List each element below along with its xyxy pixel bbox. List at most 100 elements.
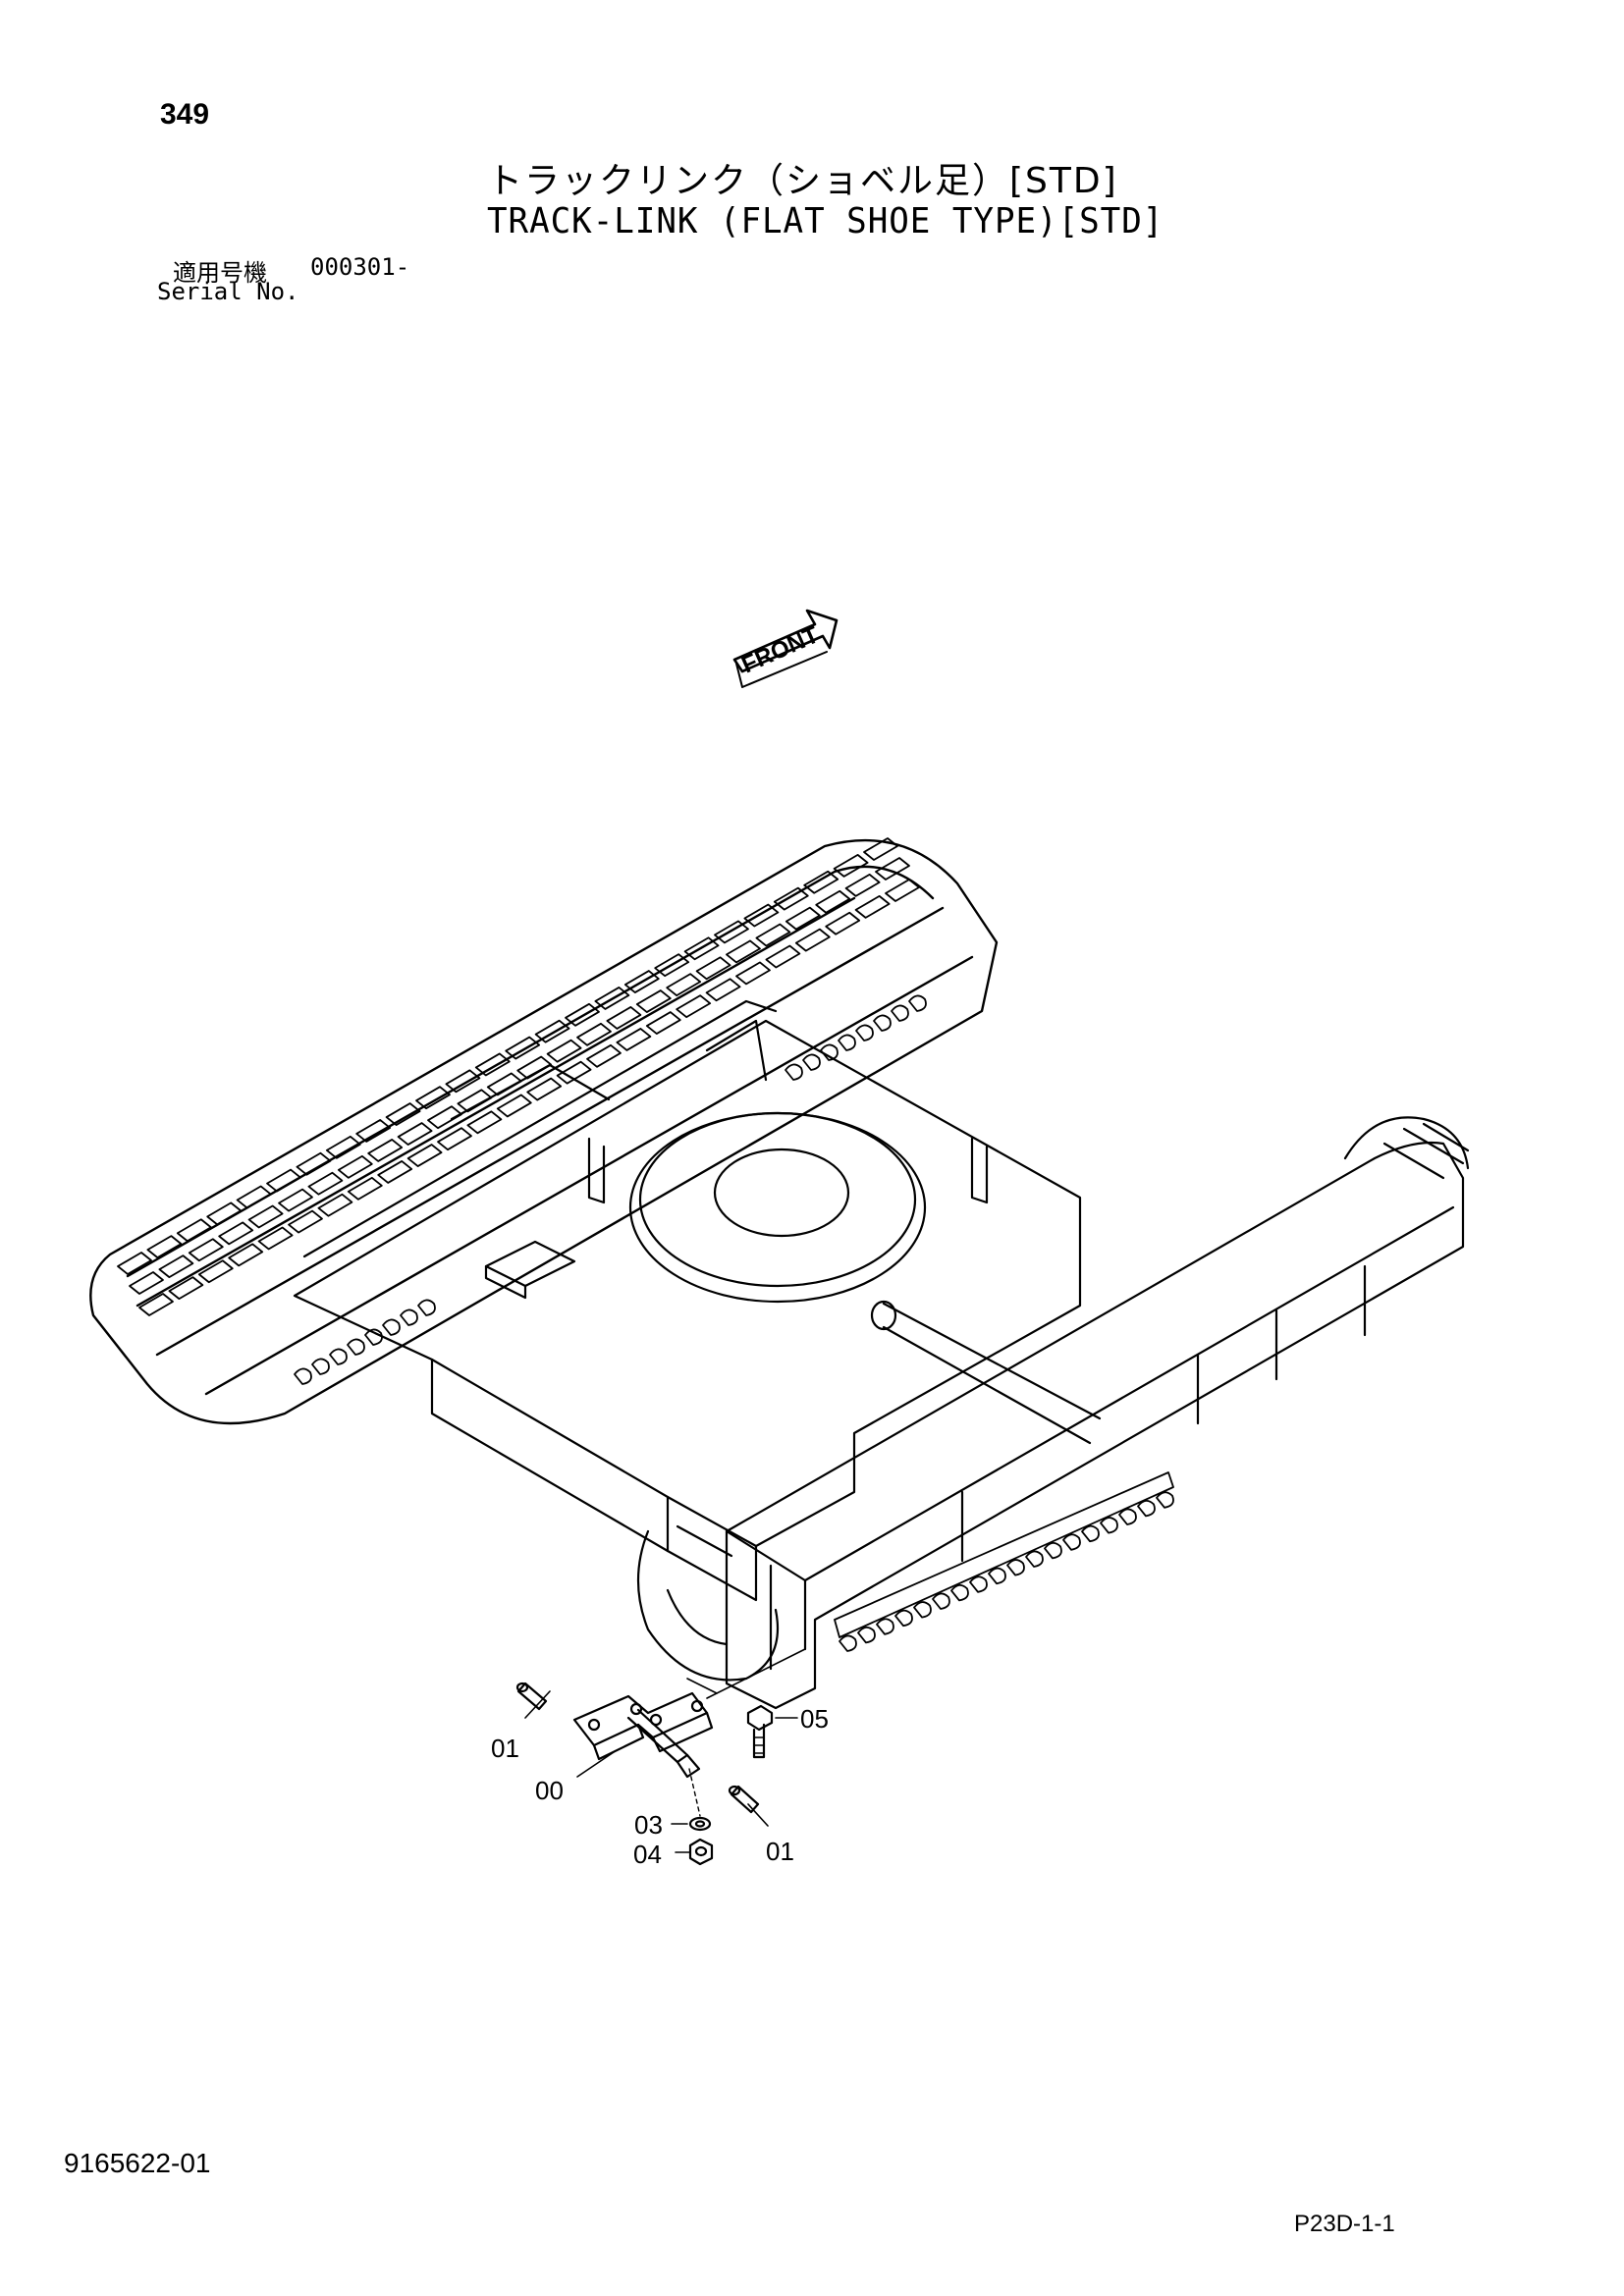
- track-shoe: [606, 1006, 642, 1030]
- track-link: [785, 1063, 803, 1081]
- track-shoe: [337, 1154, 373, 1179]
- document-number: 9165622-01: [64, 2148, 211, 2178]
- track-shoe: [854, 894, 891, 919]
- track-link: [1062, 1533, 1081, 1551]
- track-link: [838, 1034, 856, 1051]
- track-shoe: [445, 1069, 481, 1094]
- track-link: [382, 1318, 401, 1336]
- track-shoe: [325, 1135, 361, 1159]
- track-shoe: [158, 1255, 194, 1279]
- track-shoe: [765, 944, 801, 969]
- track-shoe: [785, 906, 821, 931]
- track-shoe: [188, 1238, 224, 1262]
- page-code: P23D-1-1: [1294, 2211, 1395, 2237]
- callout-00-link: 00: [535, 1776, 564, 1805]
- track-shoe: [825, 911, 861, 935]
- track-link: [417, 1299, 436, 1316]
- track-shoe: [803, 870, 839, 894]
- track-link: [1156, 1491, 1174, 1509]
- track-shoe: [885, 879, 920, 902]
- track-shoe: [466, 1110, 503, 1135]
- track-shoe: [875, 857, 910, 881]
- track-shoe: [288, 1209, 323, 1234]
- track-shoe: [206, 1201, 243, 1226]
- track-link: [988, 1567, 1006, 1585]
- track-shoe: [645, 1011, 681, 1035]
- track-shoe: [635, 989, 672, 1013]
- track-link: [329, 1348, 348, 1365]
- track-shoe: [218, 1221, 254, 1246]
- callout-05-bolt: 05: [800, 1704, 829, 1734]
- track-link: [839, 1634, 857, 1652]
- track-shoe: [377, 1160, 413, 1184]
- pin-icon: [516, 1682, 548, 1711]
- track-link: [932, 1592, 950, 1610]
- track-shoe: [437, 1127, 472, 1151]
- track-shoe: [236, 1185, 272, 1209]
- track-link: [894, 1609, 913, 1628]
- front-arrow-icon: FRONT: [732, 609, 839, 688]
- track-shoe: [317, 1193, 353, 1217]
- track-link: [1006, 1559, 1025, 1576]
- track-shoe: [168, 1276, 204, 1301]
- track-shoe: [505, 1036, 541, 1060]
- track-shoe: [117, 1252, 152, 1275]
- track-link: [1044, 1542, 1062, 1560]
- track-shoe: [546, 1039, 582, 1063]
- track-shoe: [683, 936, 720, 961]
- track-shoe: [296, 1151, 332, 1176]
- track-shoe: [266, 1168, 301, 1193]
- track-shoe: [565, 1002, 600, 1027]
- track-link: [1118, 1508, 1137, 1525]
- track-shoe: [735, 961, 771, 986]
- page-title-english: TRACK-LINK (FLAT SHOE TYPE)[STD]: [487, 201, 1164, 241]
- track-link: [1100, 1517, 1118, 1534]
- track-shoe: [616, 1028, 652, 1051]
- track-shoe: [586, 1043, 622, 1068]
- track-link: [913, 1601, 932, 1619]
- track-shoe: [307, 1171, 344, 1196]
- callout-01-pin-lower: 01: [766, 1837, 794, 1866]
- track-shoe: [773, 886, 809, 911]
- track-shoe: [594, 987, 630, 1010]
- track-shoe: [406, 1144, 443, 1167]
- track-shoe: [666, 973, 702, 997]
- track-shoe: [138, 1293, 174, 1316]
- track-shoe: [474, 1052, 511, 1077]
- track-shoe: [676, 994, 712, 1019]
- track-shoe: [794, 928, 831, 952]
- right-lower-track-chain: [834, 1471, 1174, 1652]
- track-link: [891, 1004, 909, 1022]
- serial-label-japanese: 適用号機: [173, 259, 267, 287]
- track-shoe: [278, 1188, 313, 1212]
- track-link: [294, 1367, 312, 1385]
- track-shoe: [844, 873, 881, 897]
- track-shoe: [743, 903, 780, 928]
- track-link: [876, 1618, 894, 1635]
- track-link: [347, 1338, 365, 1356]
- callout-03-washer: 03: [634, 1810, 663, 1840]
- serial-label-english: Serial No.: [157, 278, 299, 305]
- track-shoe: [863, 837, 898, 861]
- track-shoe: [726, 939, 761, 964]
- track-shoe: [397, 1122, 433, 1146]
- link-assembly-detail: [515, 1648, 806, 1866]
- track-shoe: [385, 1102, 421, 1126]
- track-shoe: [556, 1060, 592, 1085]
- track-shoe: [755, 923, 791, 947]
- callout-01-pin: 01: [491, 1734, 519, 1763]
- track-shoe: [623, 970, 660, 993]
- track-shoe: [526, 1077, 563, 1101]
- track-shoe: [654, 953, 690, 978]
- track-shoe: [129, 1271, 164, 1295]
- track-shoe: [176, 1218, 212, 1243]
- track-shoe: [367, 1139, 404, 1162]
- callout-04-nut: 04: [633, 1840, 662, 1869]
- track-shoe: [197, 1259, 234, 1284]
- track-shoe: [496, 1094, 532, 1118]
- track-link: [855, 1024, 874, 1041]
- track-link: [1137, 1500, 1156, 1518]
- track-shoe: [576, 1022, 612, 1046]
- track-link: [857, 1627, 876, 1644]
